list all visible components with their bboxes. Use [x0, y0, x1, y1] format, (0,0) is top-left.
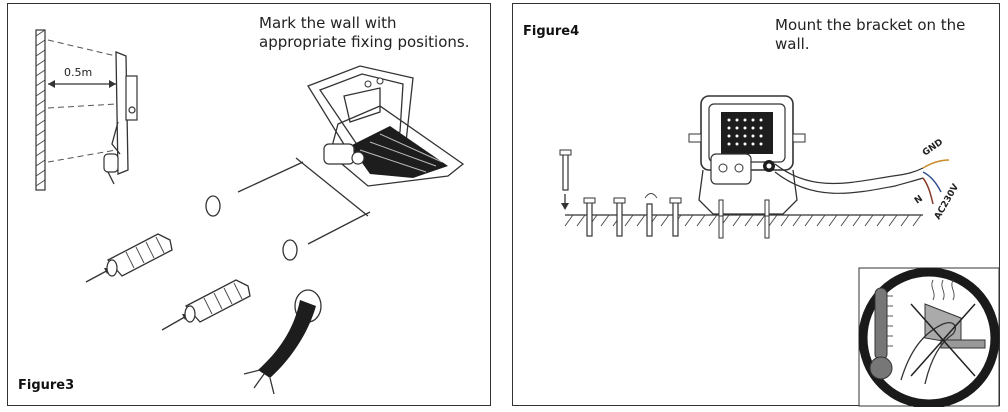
figure4-panel: Figure4 Mount the bracket on the wall.: [512, 3, 1000, 407]
figure3-label: Figure3: [18, 378, 75, 393]
warning-inset: [858, 267, 1000, 407]
figure4-caption-line2: wall.: [775, 35, 810, 53]
floodlight-angled-view: [307, 65, 465, 187]
drill-hole-top: [205, 195, 221, 217]
figure3-caption: Mark the wall with appropriate fixing po…: [259, 14, 469, 52]
figure3-caption-line2: appropriate fixing positions.: [259, 33, 470, 51]
distance-arrow: [48, 80, 116, 88]
anchor-bolt-sequence: [559, 149, 682, 237]
figure3-caption-line1: Mark the wall with: [259, 14, 397, 32]
figure3-illustration: 0.5m: [35, 29, 465, 395]
wall-section: [35, 29, 46, 191]
figure4-illustration: GND N AC230V: [559, 95, 1000, 407]
figure4-caption-line1: Mount the bracket on the: [775, 16, 966, 34]
wire-label-gnd: GND: [921, 137, 945, 158]
distance-label: 0.5m: [64, 66, 92, 79]
floodlight-front-view: [688, 95, 806, 239]
wire-label-n: N: [913, 194, 925, 207]
floodlight-side-view: [103, 51, 138, 185]
wire-label-voltage: AC230V: [933, 182, 961, 221]
fixing-projection-lines: [47, 39, 117, 163]
drill-hole-bottom: [282, 239, 298, 261]
figure3-panel: Mark the wall with appropriate fixing po…: [7, 3, 491, 406]
mains-cable: [243, 289, 322, 395]
figure4-caption: Mount the bracket on the wall.: [775, 16, 985, 54]
figure4-label: Figure4: [523, 24, 580, 39]
hole-spacing-lines: [237, 157, 371, 245]
wall-plug-lower: [161, 279, 251, 331]
power-cable: [774, 159, 950, 205]
wall-plug-upper: [85, 233, 173, 283]
